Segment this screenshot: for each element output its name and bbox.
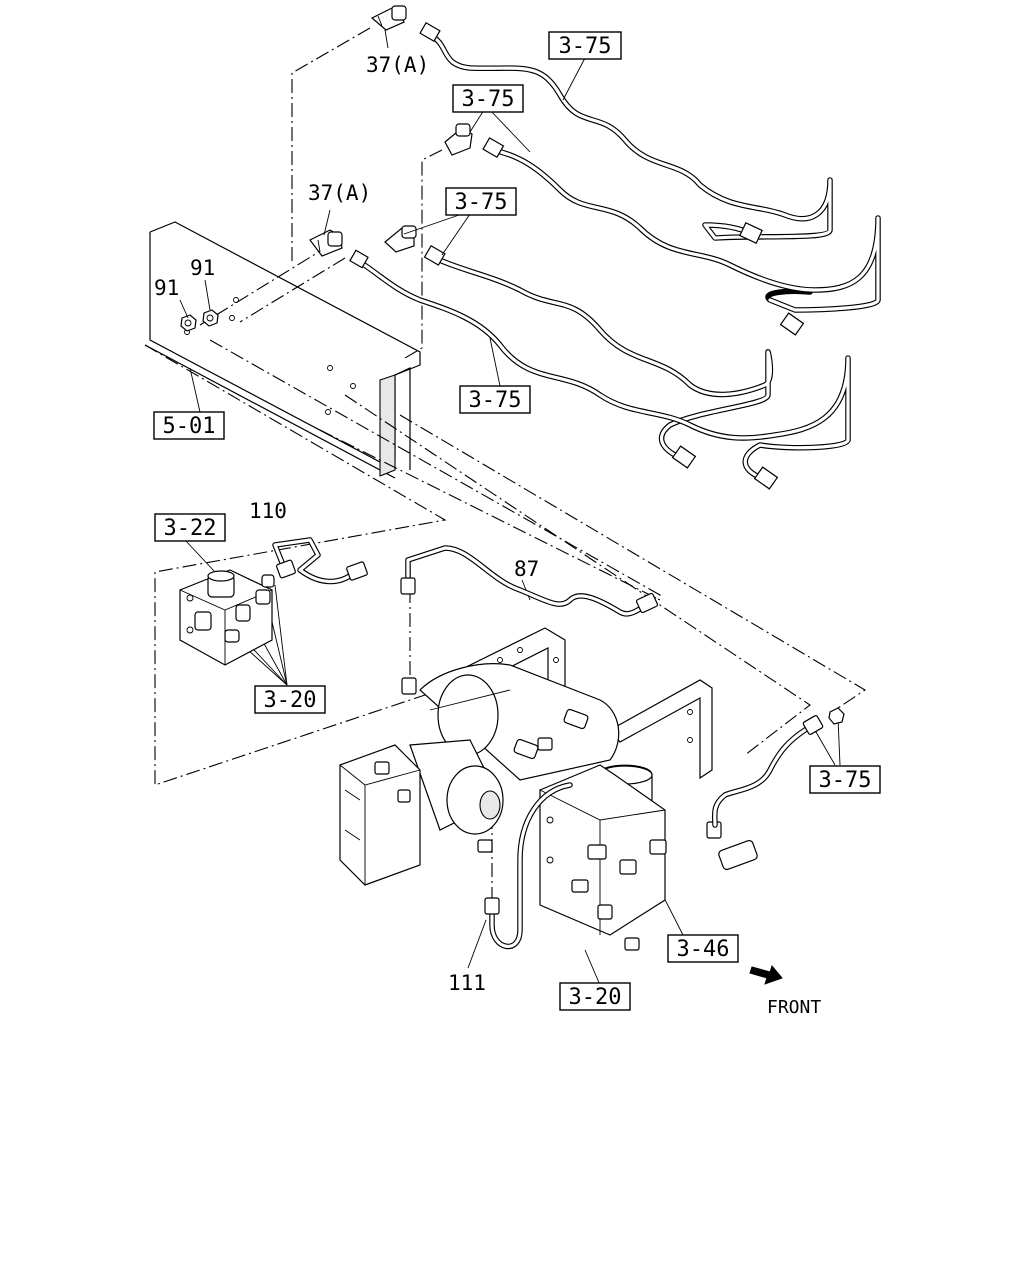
pipe-right-3-75: [711, 707, 845, 828]
ref-box-3-75-top: 3-75: [548, 31, 622, 60]
ref-label: 3-46: [677, 937, 730, 962]
ref-label: 3-75: [469, 388, 522, 413]
valve-assembly-3-22: [179, 569, 275, 666]
part-number-111: 111: [448, 971, 486, 995]
nut-91-upper: [202, 309, 219, 327]
ref-box-3-22: 3-22: [154, 513, 226, 542]
front-label: FRONT: [767, 997, 821, 1018]
ref-box-3-46: 3-46: [667, 934, 739, 963]
ref-label: 3-75: [462, 87, 515, 112]
part-number-87: 87: [514, 557, 539, 581]
ecu-box: [339, 744, 421, 886]
ref-label: 3-22: [164, 516, 217, 541]
ref-box-3-75-right: 3-75: [809, 765, 881, 794]
pipe-fitting-nut: [753, 466, 779, 490]
compressor-motor: [409, 663, 620, 835]
part-number-91-lower: 91: [154, 276, 179, 300]
part-number-37a-top: 37(A): [366, 53, 429, 77]
pipe-fitting-nut: [419, 21, 441, 43]
ref-label: 5-01: [163, 414, 216, 439]
ref-label: 3-20: [569, 985, 622, 1010]
upper-air-pipes: [349, 21, 881, 490]
ref-box-3-20-left: 3-20: [254, 685, 326, 714]
fittings-lower: [401, 677, 758, 871]
pipe-fitting-nut: [423, 244, 446, 266]
pipe-fitting-nut: [671, 445, 697, 469]
nut-91-lower: [180, 314, 197, 332]
ref-label: 3-75: [819, 768, 872, 793]
ref-label: 3-75: [559, 34, 612, 59]
part-number-110: 110: [249, 499, 287, 523]
connector-37a-top: [370, 5, 407, 31]
connector-37a-mid: [309, 229, 343, 257]
ref-box-3-75-second: 3-75: [452, 84, 524, 113]
assembly-leader-lines: [144, 27, 867, 900]
ref-box-5-01: 5-01: [153, 411, 225, 440]
ref-box-3-20-bottom: 3-20: [559, 982, 631, 1011]
pipe-111: [484, 782, 573, 950]
pipe-fitting-nut: [779, 312, 805, 336]
ref-label: 3-20: [264, 688, 317, 713]
ref-box-3-75-third: 3-75: [445, 187, 517, 216]
tee-connector-lower: [384, 225, 417, 253]
pipe-110: [272, 537, 368, 585]
pipe-fitting-nut: [349, 249, 369, 269]
pipe-fitting-nut: [482, 137, 505, 159]
pipe-fitting-nut: [739, 222, 763, 244]
pipe-87: [400, 545, 659, 617]
air-dryer-3-46: [539, 764, 667, 951]
ref-box-3-75-fourth: 3-75: [459, 385, 531, 414]
front-arrow-icon: [749, 964, 783, 985]
ref-label: 3-75: [455, 190, 508, 215]
part-number-91-upper: 91: [190, 256, 215, 280]
frame-crossmember: [144, 221, 421, 479]
part-number-37a-mid: 37(A): [308, 181, 371, 205]
tee-connector-upper: [444, 123, 473, 156]
